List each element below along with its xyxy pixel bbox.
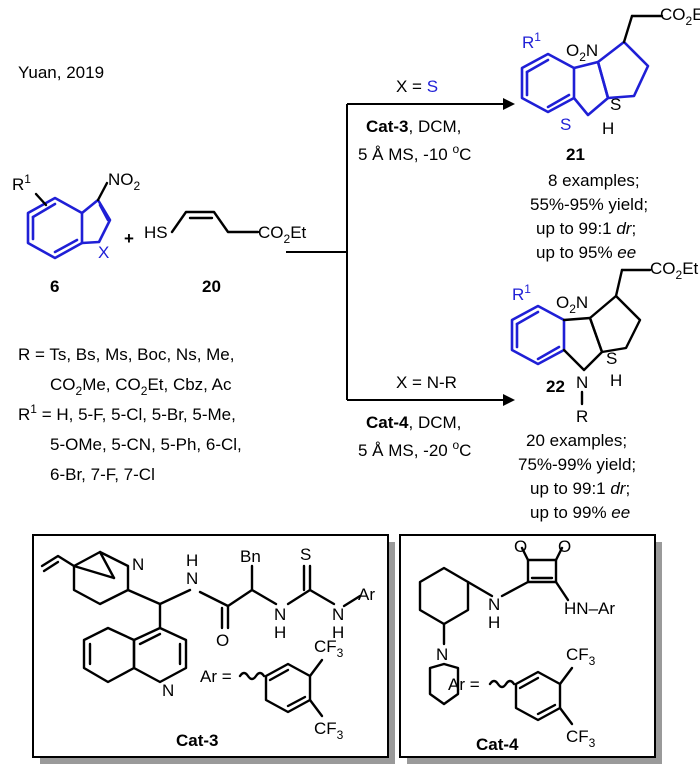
svg-text:6-Br, 7-F, 7-Cl: 6-Br, 7-F, 7-Cl (50, 465, 155, 484)
svg-text:R: R (576, 407, 588, 426)
svg-text:20 examples;: 20 examples; (526, 431, 627, 450)
r1-substituent-label: R1 (12, 172, 31, 194)
plus-sign: + (124, 229, 134, 248)
svg-text:up to 95% ee: up to 95% ee (536, 243, 636, 262)
compound-20-structure: HS CO2Et (144, 210, 307, 246)
citation-label: Yuan, 2019 (18, 63, 104, 82)
svg-text:CO2Et: CO2Et (660, 5, 700, 28)
svg-text:N: N (332, 605, 344, 624)
svg-text:CO2Me, CO2Et, Cbz, Ac: CO2Me, CO2Et, Cbz, Ac (50, 375, 232, 398)
svg-text:N: N (186, 569, 198, 588)
svg-text:N: N (162, 681, 174, 700)
svg-text:O: O (558, 537, 571, 556)
lower-condition-x: X = N-R (396, 373, 457, 392)
svg-text:X: X (98, 243, 109, 262)
branch-arrows (286, 98, 515, 406)
svg-text:CO2Et: CO2Et (650, 259, 699, 282)
svg-text:S: S (300, 545, 311, 564)
product-21-results: 8 examples; 55%-95% yield; up to 99:1 dr… (530, 171, 648, 262)
svg-text:R1 = H, 5-F, 5-Cl, 5-Br, 5-Me,: R1 = H, 5-F, 5-Cl, 5-Br, 5-Me, (18, 402, 236, 424)
svg-text:O2N: O2N (556, 293, 588, 316)
svg-text:5-OMe, 5-CN, 5-Ph, 6-Cl,: 5-OMe, 5-CN, 5-Ph, 6-Cl, (50, 435, 242, 454)
svg-text:55%-95% yield;: 55%-95% yield; (530, 195, 648, 214)
svg-text:HS: HS (144, 223, 168, 242)
svg-text:H: H (186, 551, 198, 570)
svg-text:O: O (216, 631, 229, 650)
svg-text:R1: R1 (522, 30, 541, 52)
svg-text:Ar: Ar (358, 585, 375, 604)
svg-text:Cat-4: Cat-4 (476, 735, 519, 754)
upper-condition-ms: 5 Å MS, -10 oC (358, 142, 471, 164)
svg-text:up to 99:1 dr;: up to 99:1 dr; (530, 479, 630, 498)
svg-text:HN–Ar: HN–Ar (564, 599, 615, 618)
svg-text:up to 99% ee: up to 99% ee (530, 503, 630, 522)
product-22-results: 20 examples; 75%-99% yield; up to 99:1 d… (518, 431, 636, 522)
svg-text:N: N (488, 595, 500, 614)
svg-text:S: S (560, 115, 571, 134)
svg-text:NO2: NO2 (108, 170, 141, 193)
upper-condition-catalyst: Cat-3, DCM, (366, 117, 461, 136)
svg-text:N: N (274, 605, 286, 624)
svg-text:O: O (514, 537, 527, 556)
svg-text:N: N (132, 555, 144, 574)
product-21-label: 21 (566, 145, 585, 164)
compound-20-label: 20 (202, 277, 221, 296)
svg-text:H: H (488, 613, 500, 632)
svg-text:S: S (610, 95, 621, 114)
svg-text:8 examples;: 8 examples; (548, 171, 640, 190)
svg-text:H: H (274, 623, 286, 642)
svg-text:O2N: O2N (566, 41, 598, 64)
svg-text:N: N (576, 373, 588, 392)
svg-text:75%-99% yield;: 75%-99% yield; (518, 455, 636, 474)
product-22-label: 22 (546, 377, 565, 396)
svg-text:Ar =: Ar = (200, 667, 232, 686)
svg-text:CF3: CF3 (314, 637, 344, 660)
cat-4-box: N H N O O HN–Ar Ar = CF3 CF3 Cat-4 (399, 534, 662, 764)
svg-text:H: H (610, 371, 622, 390)
svg-text:Ar =: Ar = (448, 675, 480, 694)
svg-text:H: H (332, 623, 344, 642)
svg-text:S: S (606, 349, 617, 368)
upper-condition-x: X = S (396, 77, 438, 96)
svg-text:Bn: Bn (240, 547, 261, 566)
svg-text:R = Ts, Bs, Ms, Boc, Ns, Me,: R = Ts, Bs, Ms, Boc, Ns, Me, (18, 345, 234, 364)
svg-text:H: H (602, 119, 614, 138)
lower-condition-ms: 5 Å MS, -20 oC (358, 438, 471, 460)
svg-text:CF3: CF3 (566, 727, 596, 750)
svg-text:up to 99:1 dr;: up to 99:1 dr; (536, 219, 636, 238)
compound-6-label: 6 (50, 277, 59, 296)
product-21-structure: S S CO2Et O2N H R1 (520, 5, 700, 138)
substituent-definitions: R = Ts, Bs, Ms, Boc, Ns, Me, CO2Me, CO2E… (18, 345, 242, 484)
svg-text:CO2Et: CO2Et (258, 223, 307, 246)
svg-text:R1: R1 (512, 282, 531, 304)
cat-3-box: N N H O Bn N H S N H Ar N Ar = (32, 534, 395, 764)
svg-text:CF3: CF3 (566, 645, 596, 668)
svg-text:CF3: CF3 (314, 719, 344, 742)
lower-condition-catalyst: Cat-4, DCM, (366, 413, 461, 432)
product-22-structure: S CO2Et O2N N H R R1 (510, 259, 699, 426)
svg-text:N: N (436, 645, 448, 664)
svg-text:Cat-3: Cat-3 (176, 731, 219, 750)
compound-6-structure: NO2 R1 X (12, 170, 141, 262)
